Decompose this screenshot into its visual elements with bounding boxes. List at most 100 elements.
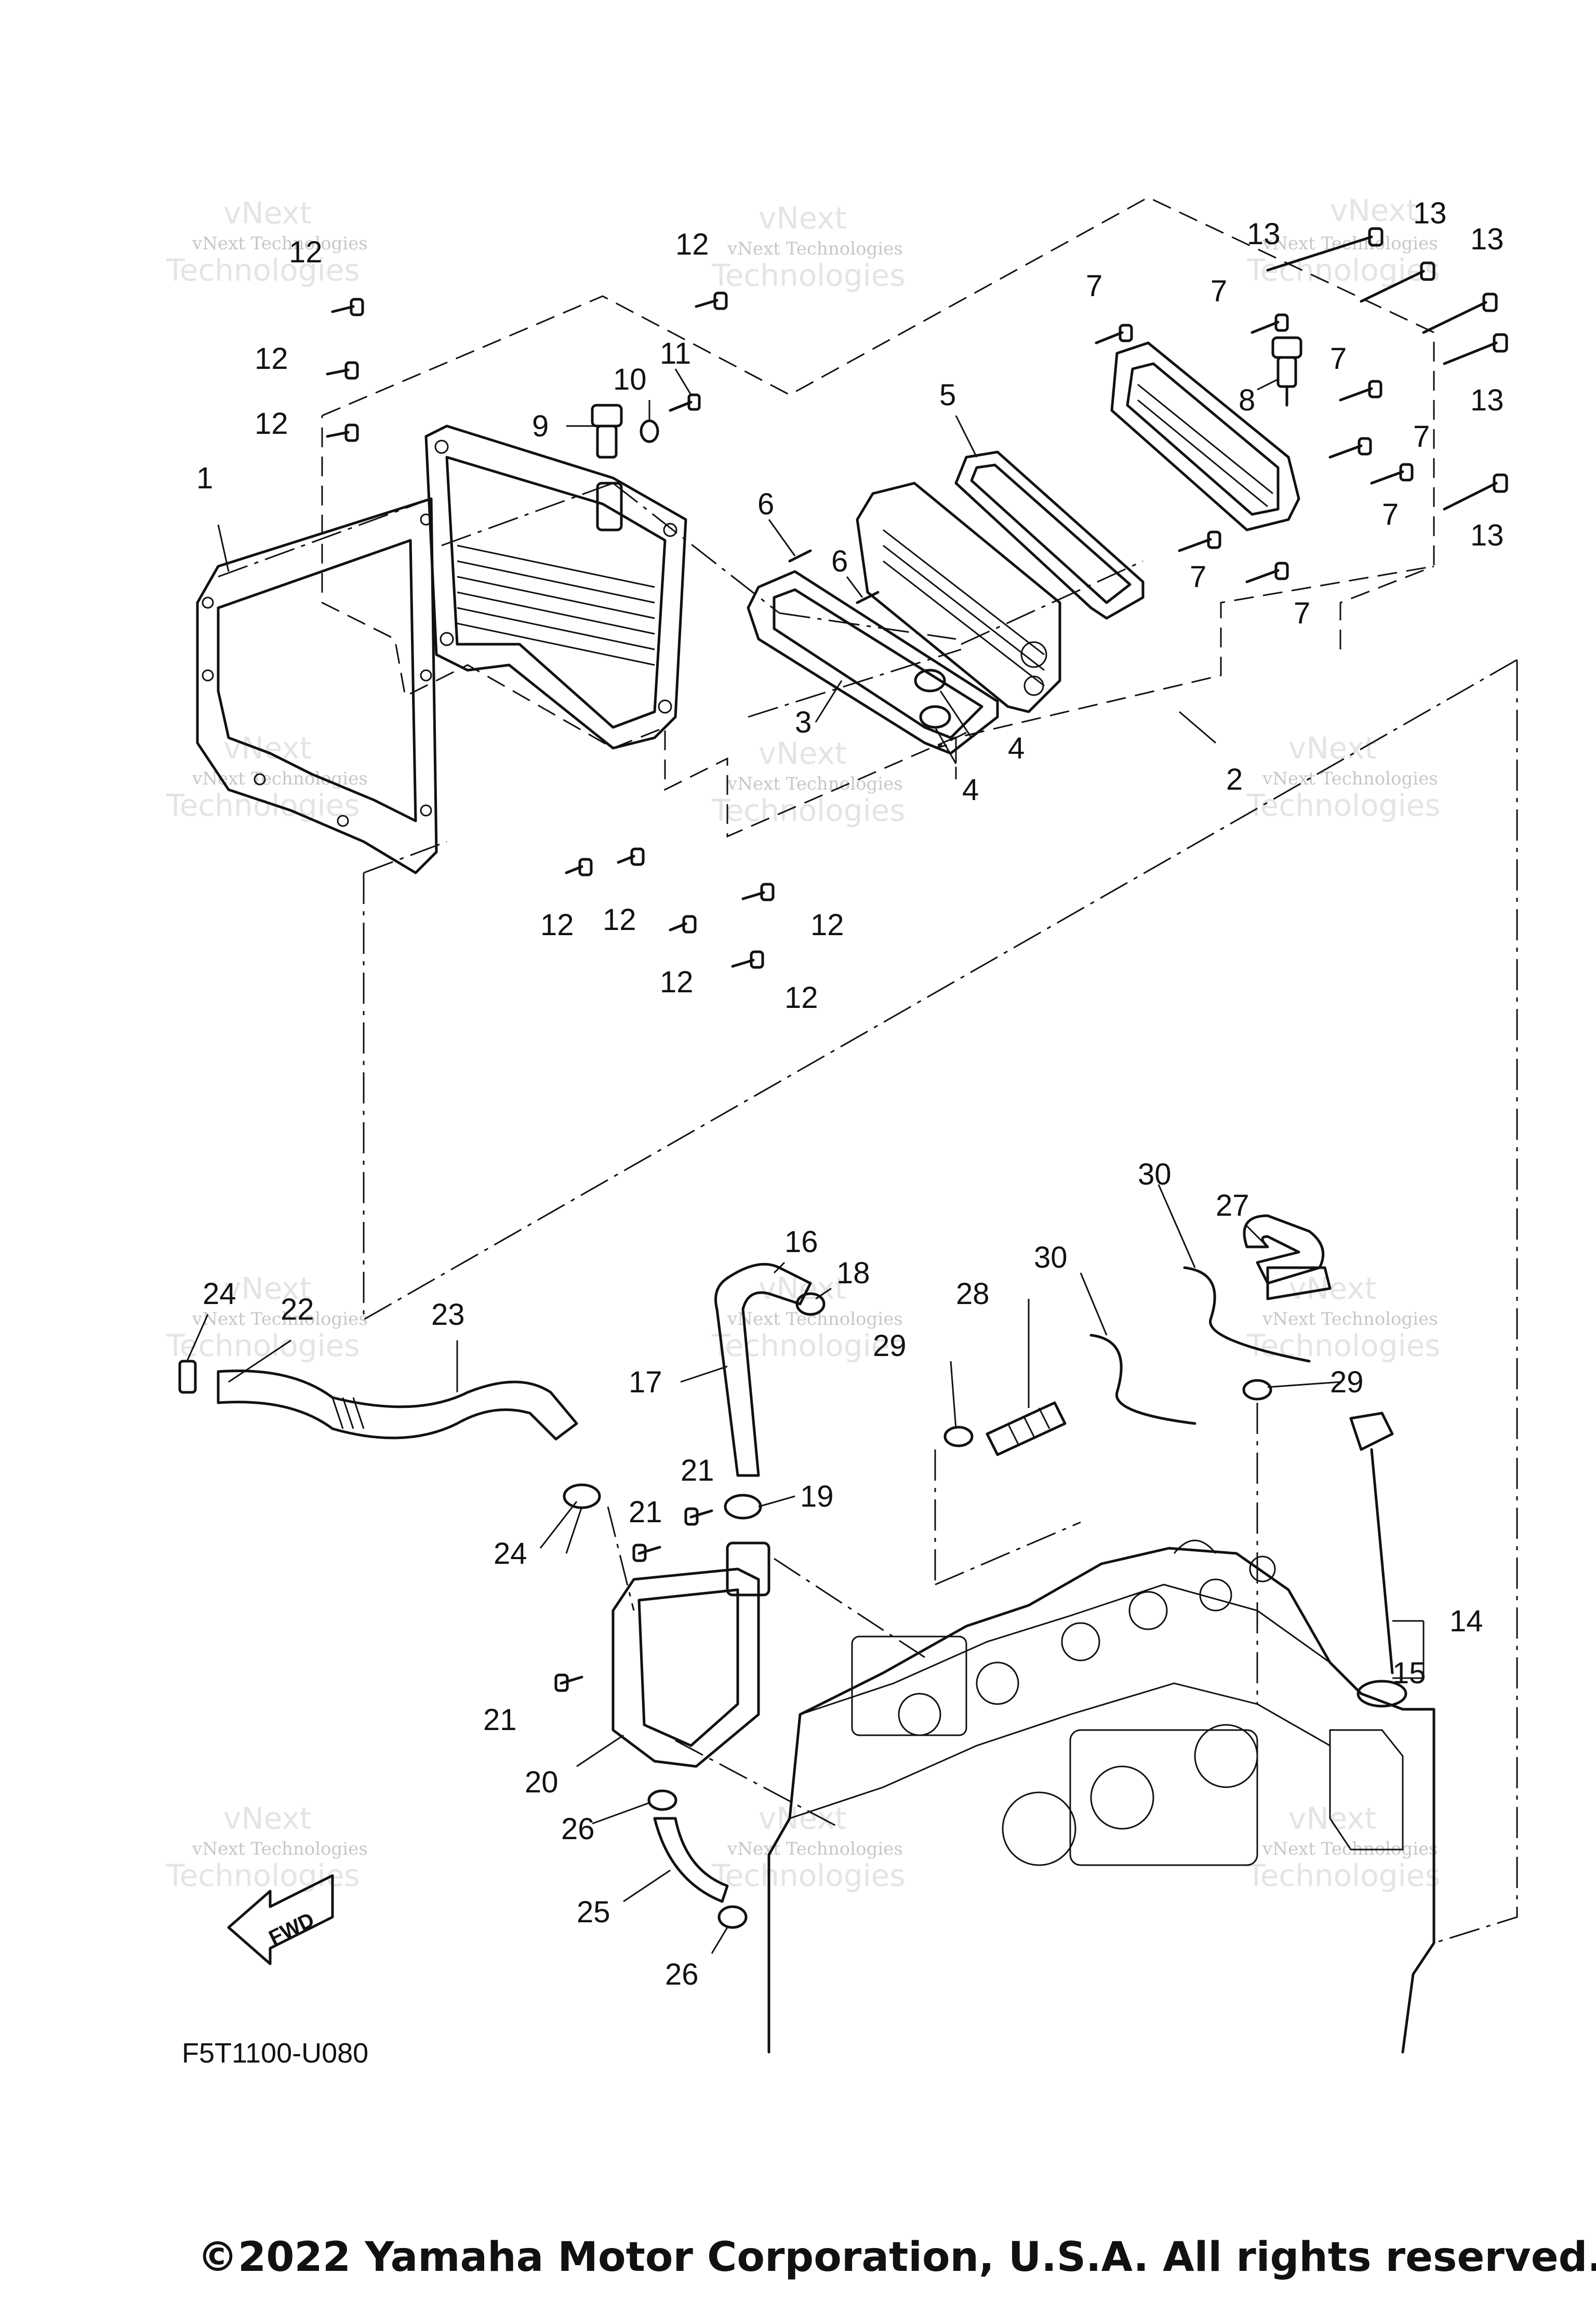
assembly-outline bbox=[321, 196, 1435, 838]
pin-6 bbox=[788, 549, 880, 604]
hose-25 bbox=[653, 1817, 729, 1903]
clip-24 bbox=[178, 1360, 197, 1394]
clamp-26 bbox=[717, 1905, 748, 1929]
callout-17: 17 bbox=[629, 1365, 662, 1399]
watermarks: vNext vNext Technologies Technologies vN… bbox=[166, 193, 1441, 1893]
callout-7: 7 bbox=[1413, 420, 1430, 454]
watermark: vNext vNext Technologies Technologies bbox=[166, 1271, 368, 1363]
bolt-7 bbox=[1251, 313, 1289, 334]
watermark: vNext vNext Technologies Technologies bbox=[166, 730, 368, 823]
callouts: 1 2 3 4 4 5 6 6 7 7 7 7 7 7 7 8 9 10 11 … bbox=[196, 196, 1504, 1991]
callout-13: 13 bbox=[1470, 222, 1504, 256]
leader-lines bbox=[186, 368, 1425, 1954]
separator-plate bbox=[856, 482, 1061, 713]
clamp-29 bbox=[1242, 1379, 1272, 1401]
callout-4: 4 bbox=[1008, 732, 1025, 765]
callout-8: 8 bbox=[1239, 383, 1255, 417]
svg-text:vNext: vNext bbox=[223, 195, 311, 231]
svg-text:vNext Technologies: vNext Technologies bbox=[727, 1309, 903, 1329]
bolt-7 bbox=[1328, 437, 1372, 459]
callout-30: 30 bbox=[1138, 1158, 1172, 1191]
callout-7: 7 bbox=[1211, 274, 1227, 308]
svg-text:vNext: vNext bbox=[1288, 1271, 1376, 1306]
callout-7: 7 bbox=[1294, 596, 1310, 630]
hose-23 bbox=[217, 1369, 578, 1441]
bolts bbox=[326, 227, 1508, 969]
watermark: vNext vNext Technologies Technologies bbox=[1246, 1271, 1441, 1363]
gasket-5 bbox=[954, 450, 1145, 620]
diagram-code: F5T1100-U080 bbox=[182, 2038, 368, 2069]
svg-text:Technologies: Technologies bbox=[1246, 788, 1441, 823]
callout-10: 10 bbox=[613, 363, 647, 396]
watermark: vNext vNext Technologies Technologies bbox=[711, 201, 906, 293]
o-ring-4 bbox=[914, 669, 951, 729]
watermark: vNext vNext Technologies Technologies bbox=[1246, 730, 1441, 823]
bolt-13 bbox=[1443, 473, 1508, 511]
bolt-12 bbox=[617, 847, 645, 866]
watermark: vNext vNext Technologies Technologies bbox=[711, 736, 906, 828]
alignment-lines bbox=[218, 482, 1518, 1944]
callout-18: 18 bbox=[836, 1256, 870, 1290]
callout-6: 6 bbox=[757, 487, 774, 521]
callout-12: 12 bbox=[660, 965, 694, 999]
callout-21: 21 bbox=[629, 1495, 662, 1529]
callout-26: 26 bbox=[561, 1812, 595, 1846]
callout-7: 7 bbox=[1382, 498, 1399, 531]
callout-24: 24 bbox=[203, 1277, 236, 1311]
svg-text:vNext Technologies: vNext Technologies bbox=[727, 1839, 903, 1859]
callout-23: 23 bbox=[431, 1298, 465, 1332]
bolt-7 bbox=[1370, 463, 1414, 485]
bolt-12 bbox=[326, 423, 359, 442]
callout-28: 28 bbox=[956, 1277, 990, 1311]
bolt-7 bbox=[1339, 380, 1382, 402]
svg-text:vNext: vNext bbox=[223, 1801, 311, 1836]
svg-text:vNext Technologies: vNext Technologies bbox=[727, 774, 903, 794]
bolt-7 bbox=[1178, 530, 1221, 552]
callout-3: 3 bbox=[795, 706, 812, 739]
screw-11 bbox=[669, 393, 701, 412]
svg-text:Technologies: Technologies bbox=[711, 793, 906, 828]
callout-12: 12 bbox=[784, 981, 818, 1015]
callout-5: 5 bbox=[939, 378, 956, 412]
callout-20: 20 bbox=[525, 1765, 558, 1799]
lower-assembly bbox=[178, 1214, 1407, 1929]
svg-text:Technologies: Technologies bbox=[1246, 252, 1441, 288]
bolt-13 bbox=[1422, 292, 1498, 334]
bolt-13 bbox=[1266, 227, 1384, 272]
callout-13: 13 bbox=[1470, 383, 1504, 417]
callout-11: 11 bbox=[660, 337, 691, 370]
svg-text:vNext: vNext bbox=[1330, 193, 1418, 228]
callout-2: 2 bbox=[1226, 763, 1243, 796]
svg-text:vNext: vNext bbox=[759, 1801, 846, 1836]
bolt-21 bbox=[632, 1544, 661, 1562]
svg-text:vNext: vNext bbox=[223, 1271, 311, 1306]
callout-27: 27 bbox=[1216, 1189, 1249, 1222]
callout-21: 21 bbox=[483, 1703, 517, 1737]
bolt-12 bbox=[565, 858, 593, 876]
callout-13: 13 bbox=[1470, 518, 1504, 552]
callout-7: 7 bbox=[1086, 269, 1102, 303]
bolt-12 bbox=[326, 361, 359, 380]
oil-separator-20 bbox=[611, 1541, 770, 1768]
bolt-13 bbox=[1443, 333, 1508, 365]
callout-22: 22 bbox=[281, 1293, 314, 1326]
callout-30: 30 bbox=[1034, 1241, 1068, 1274]
callout-12: 12 bbox=[603, 903, 636, 937]
callout-14: 14 bbox=[1449, 1604, 1483, 1638]
watermark: vNext vNext Technologies Technologies bbox=[1246, 1801, 1441, 1893]
callout-9: 9 bbox=[532, 409, 549, 443]
callout-19: 19 bbox=[800, 1480, 834, 1513]
svg-text:Technologies: Technologies bbox=[1246, 1858, 1441, 1893]
bolt-12 bbox=[331, 298, 364, 316]
svg-text:vNext Technologies: vNext Technologies bbox=[192, 1839, 368, 1859]
callout-15: 15 bbox=[1392, 1656, 1426, 1690]
watermark: vNext vNext Technologies Technologies bbox=[166, 1801, 368, 1893]
tie-30 bbox=[1183, 1266, 1311, 1363]
clamp-26 bbox=[647, 1789, 677, 1811]
bolt-7 bbox=[1095, 324, 1133, 344]
callout-13: 13 bbox=[1413, 196, 1447, 230]
copyright-notice: ©2022 Yamaha Motor Corporation, U.S.A. A… bbox=[197, 2234, 1596, 2281]
callout-29: 29 bbox=[1330, 1365, 1364, 1399]
engine-block bbox=[767, 1539, 1435, 2054]
svg-text:Technologies: Technologies bbox=[166, 788, 360, 823]
